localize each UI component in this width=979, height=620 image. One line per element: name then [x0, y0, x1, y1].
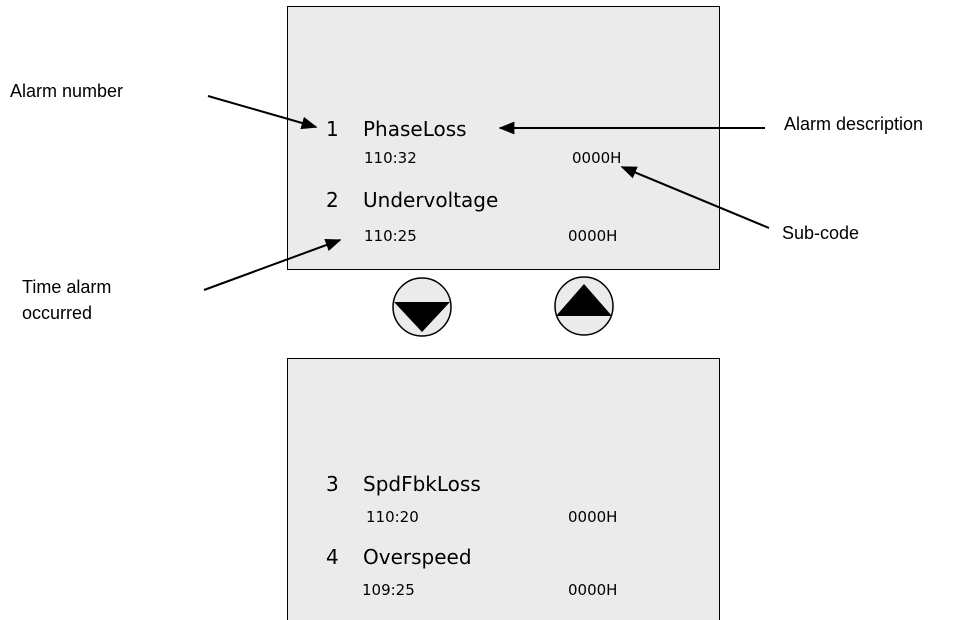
alarm-number: 4 — [326, 545, 339, 569]
down-arrow-button-hit[interactable] — [392, 277, 452, 337]
alarm-description: Undervoltage — [363, 188, 499, 212]
alarm-number: 3 — [326, 472, 339, 496]
arrow-alarm-number — [207, 95, 318, 130]
arrow-sub-code — [620, 166, 770, 229]
alarm-time: 110:20 — [366, 508, 419, 526]
callout-time-alarm-line2: occurred — [22, 303, 93, 323]
display-screen-bottom — [287, 358, 720, 620]
alarm-time: 110:32 — [364, 149, 417, 167]
up-arrow-button-hit[interactable] — [554, 276, 614, 336]
callout-alarm-description: Alarm description — [784, 114, 924, 134]
display-screen-top — [287, 6, 720, 270]
callout-time-alarm-line1: Time alarm — [22, 277, 112, 297]
alarm-description: Overspeed — [363, 545, 472, 569]
down-arrow-button — [392, 277, 452, 337]
triangle-up-icon — [556, 284, 612, 316]
alarm-subcode: 0000H — [568, 581, 618, 599]
alarm-description: PhaseLoss — [363, 117, 467, 141]
alarm-number: 1 — [326, 117, 339, 141]
alarm-description: SpdFbkLoss — [363, 472, 481, 496]
alarm-time: 109:25 — [362, 581, 415, 599]
alarm-time: 110:25 — [364, 227, 417, 245]
alarm-subcode: 0000H — [572, 149, 622, 167]
callout-alarm-number: Alarm number — [10, 81, 124, 101]
up-arrow-button — [554, 276, 614, 336]
alarm-subcode: 0000H — [568, 227, 618, 245]
alarm-number: 2 — [326, 188, 339, 212]
triangle-down-icon — [394, 302, 450, 332]
alarm-subcode: 0000H — [568, 508, 618, 526]
arrow-time-alarm — [203, 238, 342, 291]
callout-sub-code: Sub-code — [782, 223, 860, 243]
